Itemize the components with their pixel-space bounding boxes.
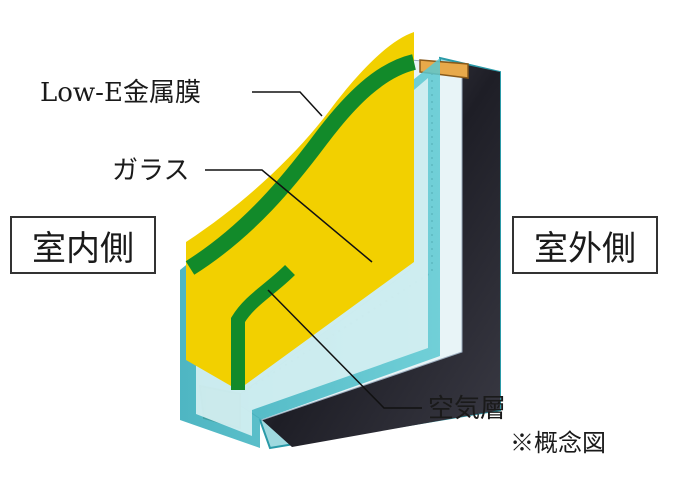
indoor-side-box: 室内側	[10, 216, 156, 274]
note-label: ※概念図	[510, 429, 606, 457]
leader-glass	[205, 169, 373, 263]
outer-glass-edge	[262, 64, 500, 447]
leader-low-e	[252, 91, 323, 117]
outdoor-side-box: 室外側	[512, 216, 658, 274]
green-glass-band-lower	[231, 264, 295, 390]
glass-label: ガラス	[112, 156, 190, 186]
green-glass-band	[185, 54, 417, 275]
air-layer-label: 空気層	[428, 394, 507, 424]
leader-air-layer	[267, 289, 422, 409]
low-e-label: Low-E金属膜	[40, 78, 201, 108]
low-e-film	[186, 32, 414, 390]
